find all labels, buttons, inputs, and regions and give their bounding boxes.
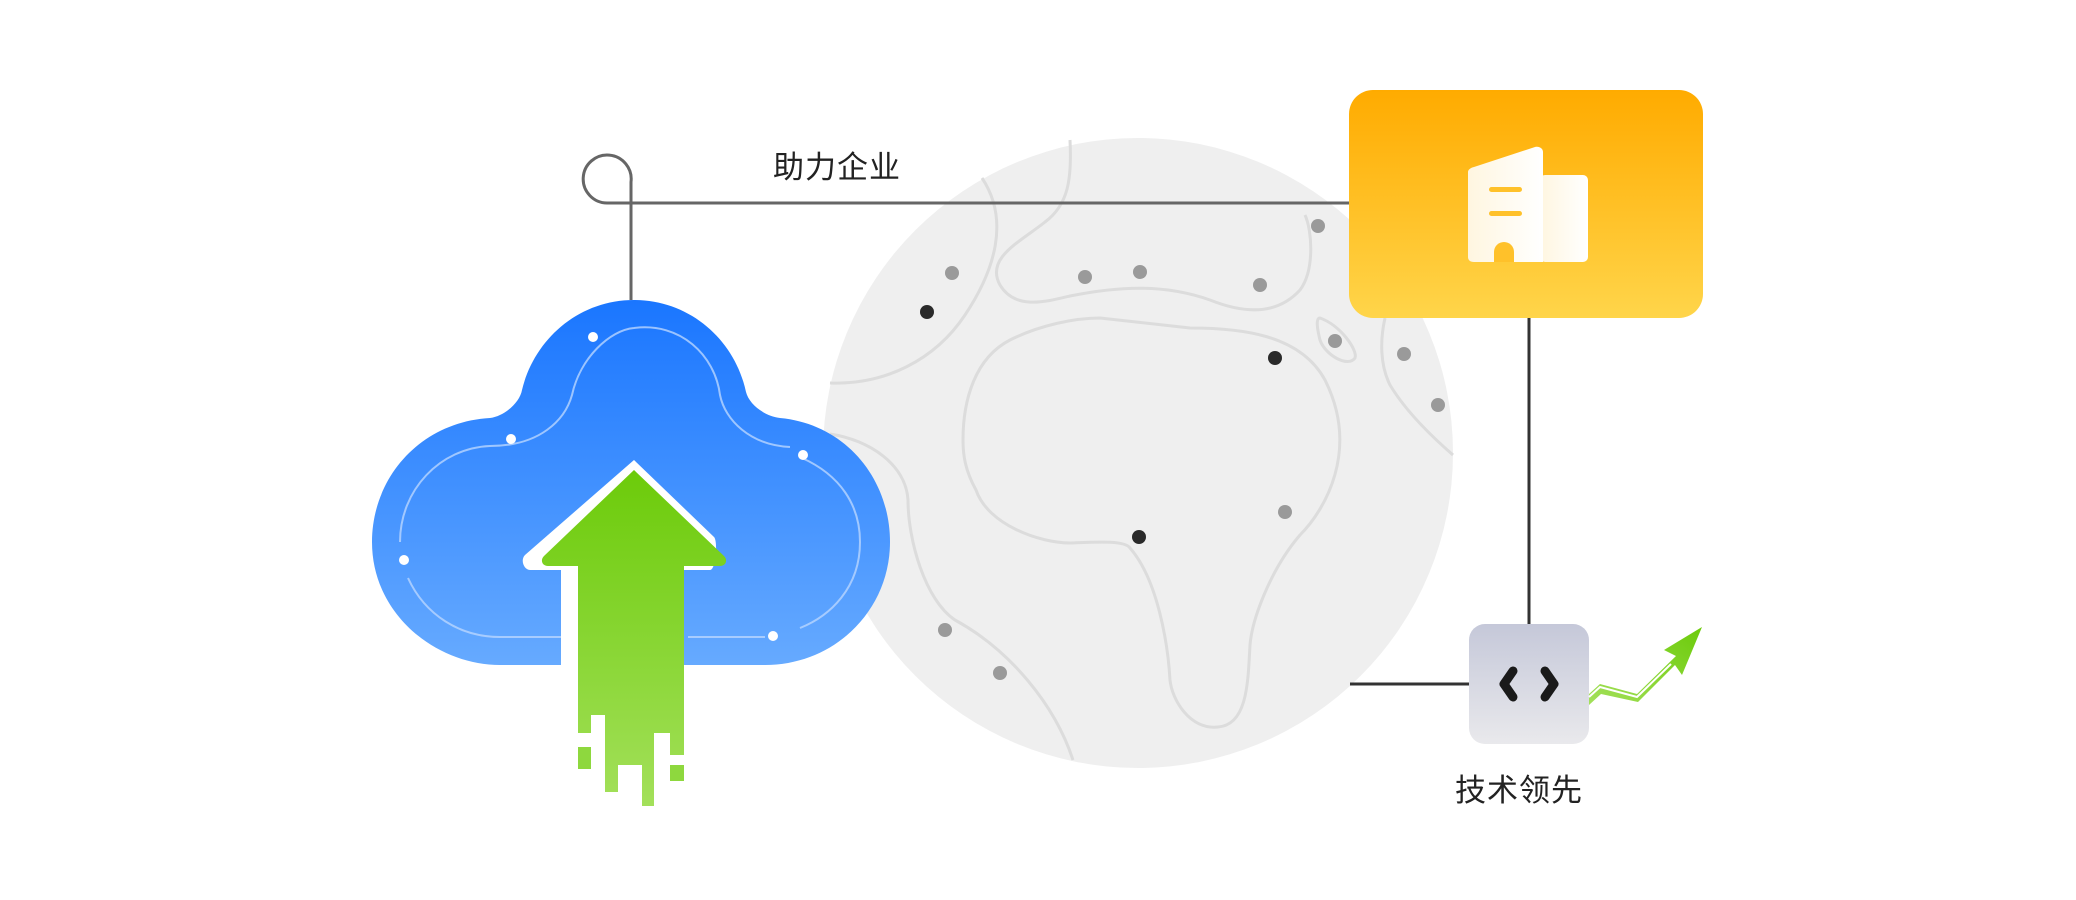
building-icon bbox=[1468, 146, 1588, 262]
enterprise-label: 助力企业 bbox=[773, 150, 901, 186]
globe bbox=[823, 138, 1454, 768]
enterprise-card bbox=[1349, 90, 1703, 318]
code-icon bbox=[1499, 666, 1559, 702]
connector-lines bbox=[581, 153, 1531, 686]
growth-arrow-icon bbox=[1588, 627, 1702, 705]
code-card bbox=[1469, 624, 1589, 744]
cloud-upload-icon bbox=[372, 300, 890, 806]
tech-label: 技术领先 bbox=[1455, 773, 1583, 809]
